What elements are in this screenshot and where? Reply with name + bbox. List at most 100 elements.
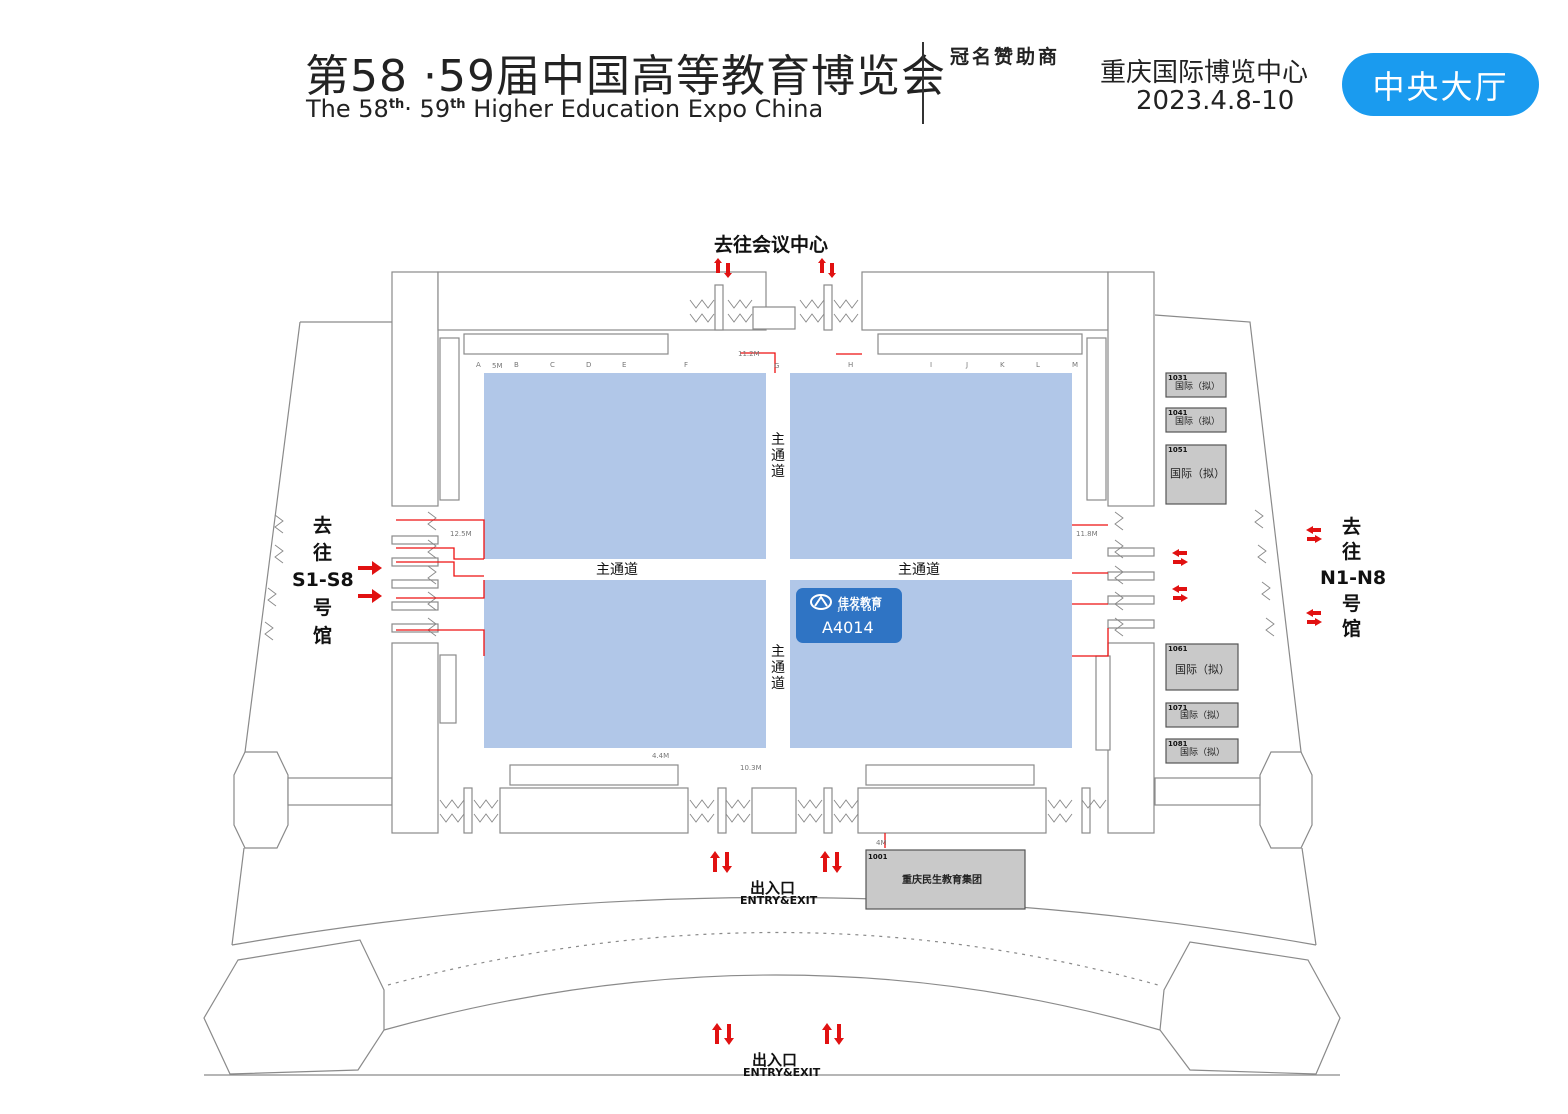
to-conference-label: 去往会议中心 (714, 233, 828, 256)
exhibit-block-top-right[interactable] (790, 373, 1072, 559)
wall-bottom-left-pillar (391, 642, 439, 834)
wall-right-inner-bottom (1095, 655, 1111, 751)
gate-letter-J: J (965, 361, 968, 369)
left-dir-5: 馆 (313, 624, 332, 647)
gate-letter-H: H (848, 361, 853, 369)
exhibit-block-top-left[interactable] (484, 373, 766, 559)
svg-text:1041: 1041 (1168, 409, 1188, 417)
gate-letter-L: L (1036, 361, 1040, 369)
dim-11-2m: 11.2M (738, 350, 760, 358)
dim-4-4m: 4.4M (652, 752, 669, 760)
gate-letter-C: C (550, 361, 555, 369)
aisle-v-top-3: 道 (771, 464, 785, 480)
updown-arrow-icon (818, 258, 836, 278)
svg-text:国际（拟）: 国际（拟） (1175, 662, 1230, 676)
wall-bottom-right (857, 787, 1047, 834)
right-dir-1: 去 (1342, 515, 1361, 538)
wall-left-inner-top (439, 337, 460, 501)
booth-1081[interactable]: 1081 国际（拟） (1165, 738, 1239, 764)
left-octagon (233, 751, 289, 849)
right-doors (1107, 547, 1155, 629)
aisle-v-bottom-1: 主 (771, 644, 785, 660)
aisle-v-bottom-2: 通 (771, 660, 785, 676)
booth-1041[interactable]: 1041 国际（拟） (1165, 407, 1227, 433)
venue-name: 重庆国际博览中心 (1100, 58, 1309, 88)
gate-letter-B: B (514, 361, 519, 369)
svg-text:1071: 1071 (1168, 704, 1188, 712)
booth-1061[interactable]: 1061 国际（拟） (1165, 643, 1239, 691)
left-connector (287, 777, 393, 806)
svg-text:国际（拟）: 国际（拟） (1175, 380, 1220, 392)
booth-1051[interactable]: 1051 国际（拟） (1165, 444, 1227, 505)
right-dir-2: 往 (1342, 540, 1361, 563)
svg-text:国际（拟）: 国际（拟） (1175, 415, 1220, 427)
right-octagon (1259, 751, 1313, 849)
wall-top-right (861, 271, 1109, 331)
turnstiles (264, 299, 1275, 823)
wall-top-left-pillar (391, 271, 439, 507)
wall-top-right-pillar (1107, 271, 1155, 507)
hall-outline (231, 314, 1317, 946)
top-door-post-right (823, 284, 833, 331)
exhibit-block-bottom-left[interactable] (484, 580, 766, 748)
right-dir-5: 馆 (1342, 617, 1361, 640)
dim-4m: 4M (876, 839, 887, 847)
aisle-label-left: 主通道 (596, 562, 638, 578)
svg-text:国际（拟）: 国际（拟） (1170, 466, 1225, 480)
svg-text:1001: 1001 (868, 853, 888, 861)
aisle-label-right: 主通道 (898, 562, 940, 578)
dim-5m: 5M (492, 362, 503, 370)
right-corridor-octagon (1159, 941, 1341, 1075)
exit-label-lower-en: ENTRY&EXIT (743, 1066, 821, 1079)
leftright-arrow-icon (1306, 609, 1322, 626)
wall-bottom-left (499, 787, 689, 834)
exit-label-upper-cn: 出入口 (750, 879, 795, 897)
expo-dates: 2023.4.8-10 (1136, 86, 1295, 116)
updown-arrow-icon (714, 258, 732, 278)
top-kiosk (752, 306, 796, 330)
exit-label-upper-en: ENTRY&EXIT (740, 894, 818, 907)
leftright-arrow-icon (1172, 549, 1188, 566)
updown-arrow-icon (710, 851, 732, 873)
exit-label-lower-cn: 出入口 (752, 1051, 797, 1069)
bottom-post-4 (1081, 787, 1091, 834)
svg-text:重庆民生教育集团: 重庆民生教育集团 (902, 873, 982, 886)
booth-1031[interactable]: 1031 国际（拟） (1165, 372, 1227, 398)
guide-lines (396, 352, 1109, 848)
right-dir-4: 号 (1342, 593, 1361, 615)
updown-arrow-icon (822, 1023, 844, 1045)
svg-text:1031: 1031 (1168, 374, 1188, 382)
left-corridor-octagon (203, 939, 385, 1075)
left-dir-2: 往 (313, 541, 332, 564)
svg-text:国际（拟）: 国际（拟） (1180, 746, 1225, 758)
corridor-outer-arc (231, 896, 1317, 946)
left-dir-4: 号 (313, 597, 332, 619)
right-dir-3: N1-N8 (1320, 567, 1386, 589)
booth-company-name: 佳发教育 (838, 596, 882, 609)
expo-title-en: The 58th· 59th Higher Education Expo Chi… (306, 95, 824, 123)
dim-11-8m: 11.8M (1076, 530, 1098, 538)
gate-letter-K: K (1000, 361, 1005, 369)
highlight-booth-a4014[interactable]: 佳发教育 JIA FA EDU A4014 (796, 588, 902, 643)
hall-badge[interactable]: 中央大厅 (1342, 53, 1539, 116)
booth-1001[interactable]: 1001 重庆民生教育集团 (865, 849, 1026, 910)
svg-text:1081: 1081 (1168, 740, 1188, 748)
svg-text:1051: 1051 (1168, 446, 1188, 454)
expo-title-cn: 第58 ·59届中国高等教育博览会 (305, 51, 946, 102)
booth-company-sub: JIA FA EDU (838, 607, 878, 613)
gate-letter-I: I (930, 361, 932, 369)
gate-letter-D: D (586, 361, 591, 369)
wall-top-left (437, 271, 767, 331)
right-connector (1154, 777, 1261, 806)
wall-bottom-right-pillar (1107, 642, 1155, 834)
left-doors (391, 535, 439, 633)
leftright-arrow-icon (1306, 526, 1322, 543)
booth-1071[interactable]: 1071 国际（拟） (1165, 702, 1239, 728)
gate-letter-M: M (1072, 361, 1078, 369)
top-door-post-left (714, 284, 724, 331)
left-dir-3: S1-S8 (292, 569, 354, 591)
bottom-post-1 (463, 787, 473, 834)
wall-left-inner-bottom (439, 654, 457, 724)
